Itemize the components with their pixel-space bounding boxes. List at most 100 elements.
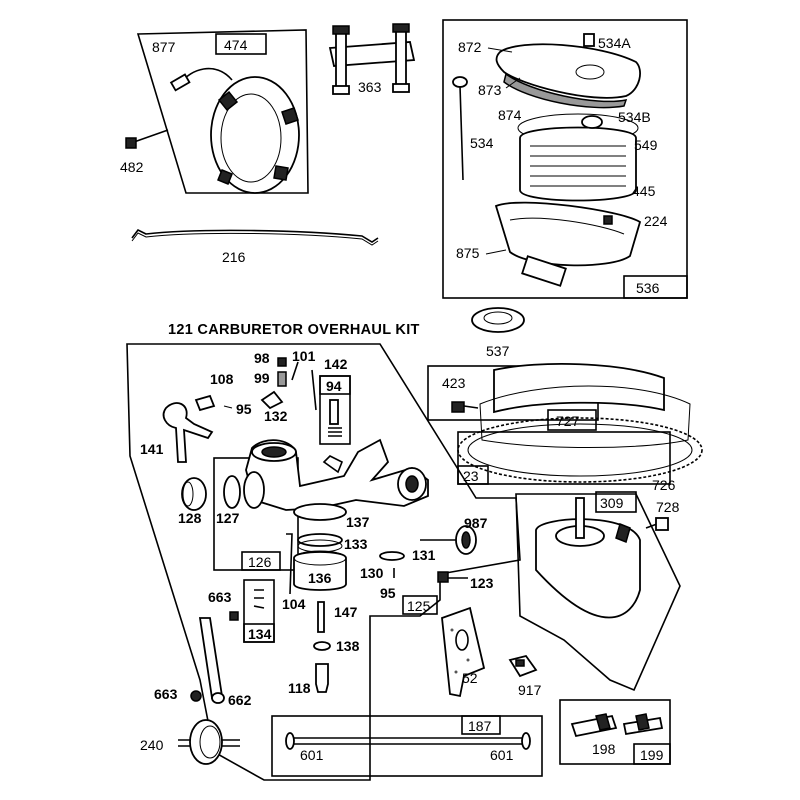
- carburetor-body: 127 128 137 133 136 104: [178, 438, 429, 612]
- label-872: 872: [458, 39, 482, 55]
- fuel-line-187: 187 601 601: [271, 715, 543, 777]
- label-104: 104: [282, 596, 306, 612]
- label-118: 118: [288, 680, 311, 696]
- label-187: 187: [468, 718, 492, 734]
- label-131: 131: [412, 547, 436, 563]
- label-534: 534: [470, 135, 494, 151]
- flywheel-outline: [457, 431, 671, 485]
- label-987: 987: [464, 515, 488, 531]
- label-482: 482: [120, 159, 144, 175]
- label-474: 474: [224, 37, 248, 53]
- label-137: 137: [346, 514, 370, 530]
- label-130: 130: [360, 565, 384, 581]
- box-94: [319, 375, 351, 395]
- label-536: 536: [636, 280, 660, 296]
- label-601b: 601: [490, 747, 514, 763]
- label-663b: 663: [154, 686, 178, 702]
- box-474: [215, 33, 267, 55]
- label-534A: 534A: [598, 35, 631, 51]
- label-423: 423: [442, 375, 466, 391]
- label-138: 138: [336, 638, 360, 654]
- label-136: 136: [308, 570, 332, 586]
- box-187: [461, 715, 501, 735]
- flywheel-group: 423 727 23 726: [427, 363, 703, 493]
- label-873: 873: [478, 82, 502, 98]
- box-309: [595, 491, 637, 513]
- box-fittings-outline: [559, 699, 671, 765]
- gasket-52: 52: [441, 606, 486, 698]
- air-filter-drawing: [519, 126, 637, 202]
- label-240: 240: [140, 737, 164, 753]
- carburetor-kit-outline: [126, 343, 521, 781]
- label-363: 363: [358, 79, 382, 95]
- label-132: 132: [264, 408, 288, 424]
- label-108: 108: [210, 371, 234, 387]
- label-147: 147: [334, 604, 358, 620]
- armature-outline: [136, 29, 309, 194]
- label-198: 198: [592, 741, 616, 757]
- link-rod-216: 216: [131, 228, 379, 265]
- label-134: 134: [248, 626, 272, 642]
- label-727: 727: [556, 413, 580, 429]
- label-126: 126: [248, 554, 272, 570]
- float-bowl-drawing: [293, 551, 347, 591]
- kit-right-parts: 987 131 130 95 123: [360, 515, 494, 601]
- label-23: 23: [463, 468, 479, 484]
- label-534B: 534B: [618, 109, 651, 125]
- air-cleaner-base-drawing: [494, 201, 642, 267]
- seal-537: 537: [471, 307, 525, 359]
- label-142: 142: [324, 356, 348, 372]
- label-141: 141: [140, 441, 164, 457]
- bracket-363: 363: [328, 23, 416, 95]
- label-875: 875: [456, 245, 480, 261]
- armature-group: 877 474 482: [120, 29, 309, 194]
- air-cleaner-outline: [442, 19, 688, 299]
- label-917: 917: [518, 682, 542, 698]
- label-101: 101: [292, 348, 316, 364]
- label-874: 874: [498, 107, 522, 123]
- clip-917: 917: [508, 654, 542, 698]
- box-199: [633, 743, 671, 765]
- label-537: 537: [486, 343, 510, 359]
- label-95b: 95: [380, 585, 396, 601]
- block-outline: [515, 493, 681, 692]
- label-133: 133: [344, 536, 368, 552]
- small-parts-row: 98 99 101 142 94 108 95 132 141: [140, 348, 351, 463]
- block-drawing: [535, 518, 641, 619]
- fittings-group: 199 198: [559, 699, 671, 765]
- label-726: 726: [652, 477, 676, 493]
- label-99: 99: [254, 370, 270, 386]
- label-224: 224: [644, 213, 668, 229]
- label-125: 125: [407, 598, 431, 614]
- air-cleaner-cover-drawing: [495, 43, 641, 99]
- label-199: 199: [640, 747, 664, 763]
- label-127: 127: [216, 510, 240, 526]
- label-95a: 95: [236, 401, 252, 417]
- box-125: [402, 595, 438, 615]
- label-601a: 601: [300, 747, 324, 763]
- label-98: 98: [254, 350, 270, 366]
- rotating-screen-drawing: [493, 363, 665, 414]
- box-727: [547, 409, 597, 431]
- fuel-filter-240: 240: [140, 719, 240, 765]
- kit-lower-parts: 663 134 147 138 118 662 663: [154, 579, 360, 708]
- label-128: 128: [178, 510, 202, 526]
- label-216: 216: [222, 249, 246, 265]
- label-445: 445: [632, 183, 656, 199]
- label-662: 662: [228, 692, 252, 708]
- box-134: [243, 623, 275, 643]
- box-187-outline: [271, 715, 543, 777]
- box-126: [241, 551, 281, 571]
- label-728: 728: [656, 499, 680, 515]
- governor-group: 309 728: [515, 491, 681, 692]
- kit-title: 121 CARBURETOR OVERHAUL KIT: [168, 322, 420, 338]
- label-877: 877: [152, 39, 176, 55]
- box-536: [623, 275, 688, 299]
- label-549: 549: [634, 137, 658, 153]
- label-52: 52: [462, 670, 478, 686]
- box-23: [457, 465, 489, 485]
- throttle-lever-drawing: [162, 402, 214, 463]
- label-309: 309: [600, 495, 624, 511]
- label-123: 123: [470, 575, 494, 591]
